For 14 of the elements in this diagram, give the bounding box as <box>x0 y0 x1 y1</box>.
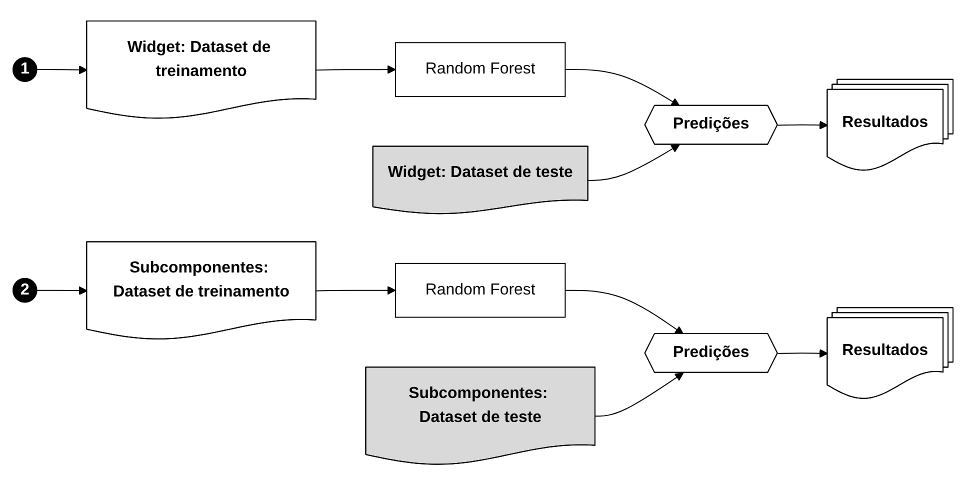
arrow <box>36 286 88 296</box>
arrow <box>36 66 88 75</box>
node-box: Random Forest <box>395 42 566 98</box>
node-box: Random Forest <box>395 263 566 318</box>
arrow <box>564 290 684 335</box>
node-circle: 2 <box>12 278 38 304</box>
arrow <box>777 121 828 130</box>
arrow <box>588 144 680 182</box>
arrow <box>564 69 680 107</box>
arrow <box>316 66 396 74</box>
arrow <box>777 349 828 358</box>
arrow <box>594 372 684 418</box>
node-circle: 1 <box>12 58 38 82</box>
arrow <box>316 286 396 296</box>
